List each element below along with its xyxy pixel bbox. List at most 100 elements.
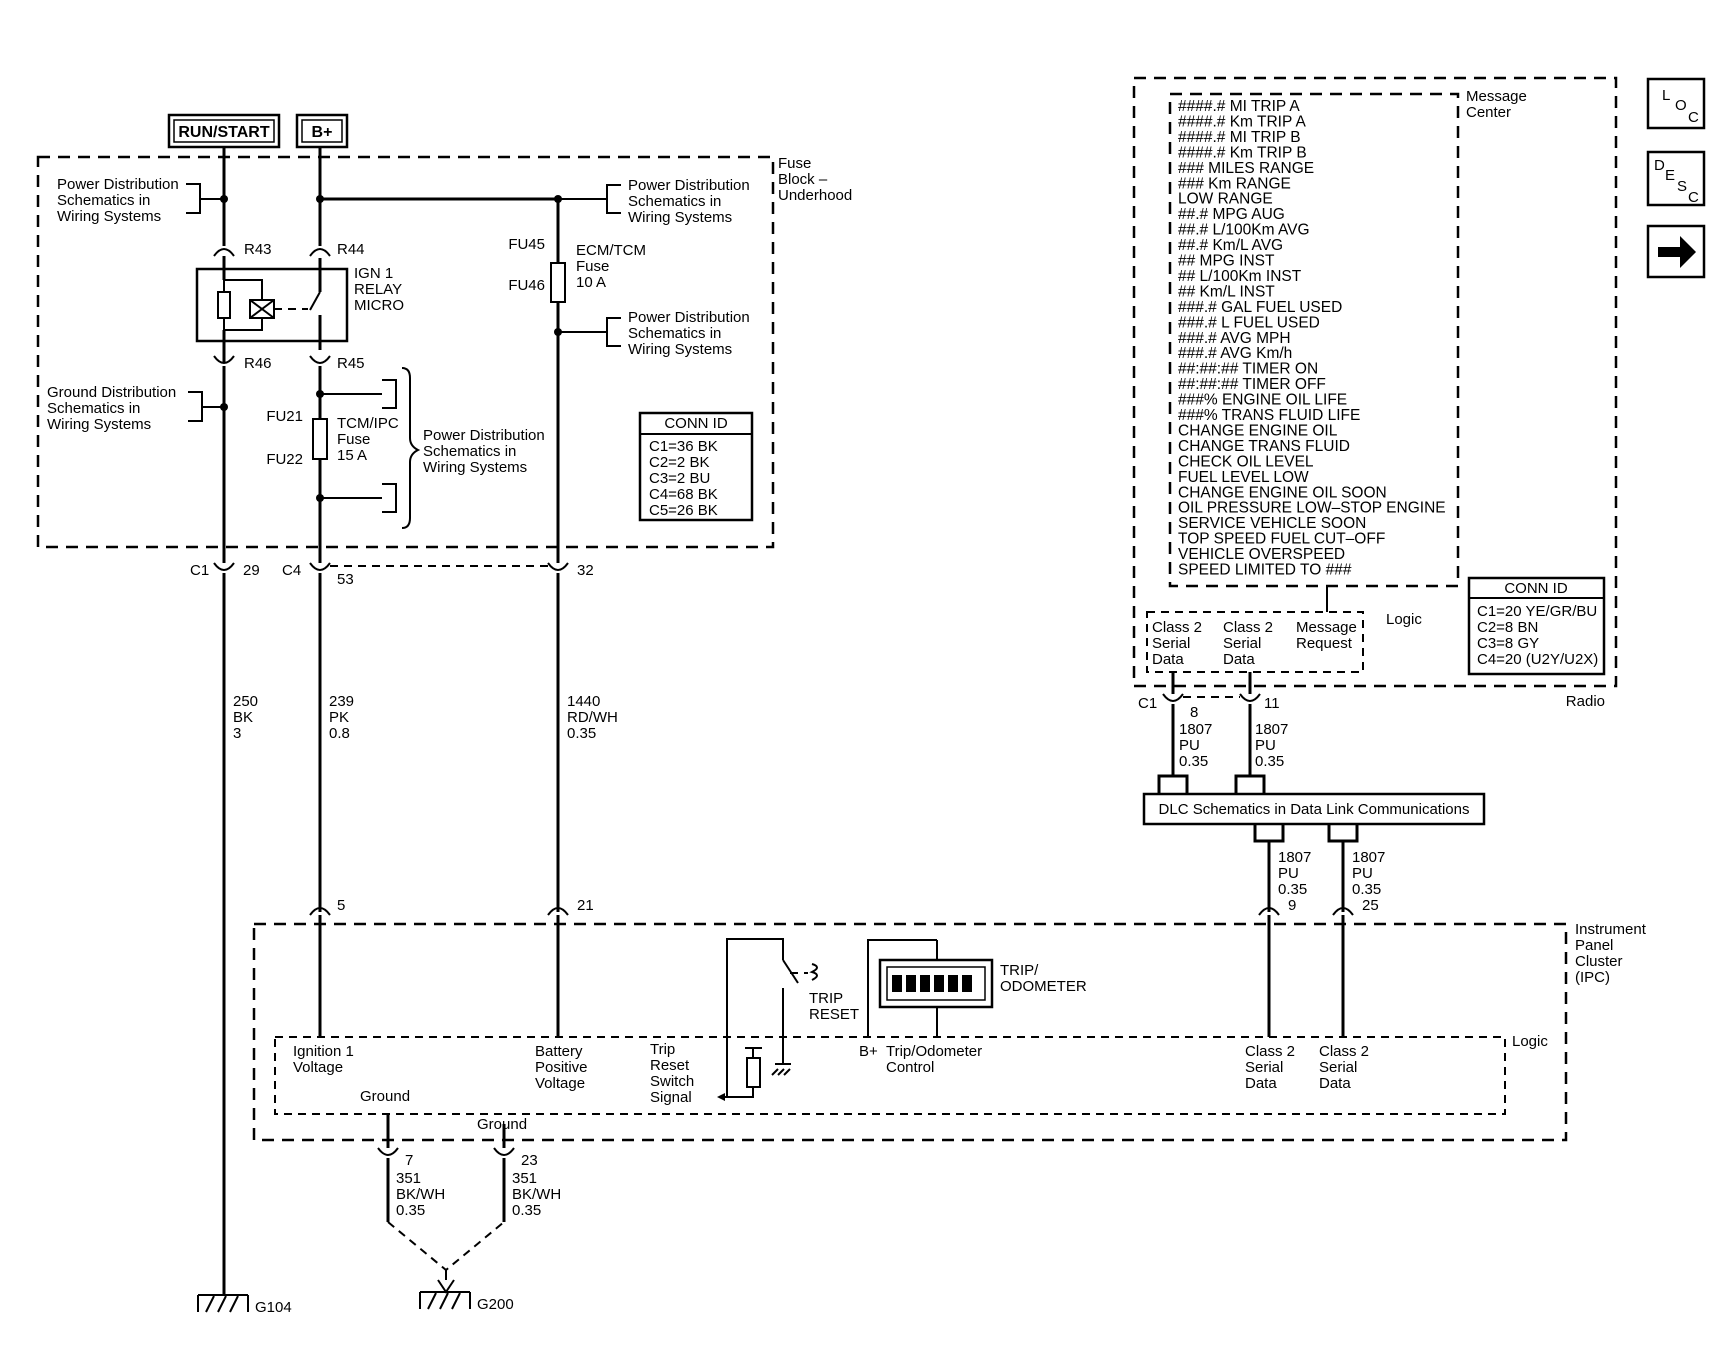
svg-text:15 A: 15 A	[337, 447, 367, 464]
svg-text:C1: C1	[190, 562, 209, 579]
ipc-logic-labels: Ignition 1 Voltage Battery Positive Volt…	[293, 1041, 1369, 1106]
svg-text:Trip: Trip	[650, 1041, 675, 1058]
svg-text:250: 250	[233, 693, 258, 710]
svg-text:29: 29	[243, 562, 260, 579]
svg-text:BK: BK	[233, 709, 253, 726]
svg-text:Signal: Signal	[650, 1089, 692, 1106]
svg-text:Serial: Serial	[1223, 635, 1261, 652]
svg-text:ODOMETER: ODOMETER	[1000, 978, 1087, 995]
svg-text:Schematics in: Schematics in	[628, 325, 721, 342]
fuse-block-title-2: Block –	[778, 171, 828, 188]
radio-logic: Logic Class 2 Serial Data Class 2 Serial…	[1146, 611, 1422, 673]
message-item: ### MILES RANGE	[1178, 160, 1314, 177]
svg-text:Schematics in: Schematics in	[423, 443, 516, 460]
svg-text:Serial: Serial	[1152, 635, 1190, 652]
svg-text:Panel: Panel	[1575, 937, 1613, 954]
svg-text:O: O	[1675, 97, 1687, 114]
svg-text:C4=20 (U2Y/U2X): C4=20 (U2Y/U2X)	[1477, 651, 1598, 668]
ipc-connectors-top: 5 21 9 25	[309, 897, 1379, 916]
svg-text:S: S	[1677, 178, 1687, 195]
svg-text:Fuse: Fuse	[337, 431, 370, 448]
svg-text:Power Distribution: Power Distribution	[628, 309, 750, 326]
message-center-list: ####.# MI TRIP A####.# Km TRIP A####.# M…	[1178, 98, 1446, 579]
power-distribution-ref-fuse: Power Distribution Schematics in Wiring …	[320, 367, 545, 529]
message-item: FUEL LEVEL LOW	[1178, 469, 1309, 486]
odometer-digits	[892, 975, 972, 992]
svg-text:Wiring Systems: Wiring Systems	[47, 416, 151, 433]
svg-text:FU45: FU45	[508, 236, 545, 253]
message-item: OIL PRESSURE LOW–STOP ENGINE	[1178, 500, 1446, 517]
desc-button[interactable]: D E S C	[1646, 150, 1706, 207]
svg-text:53: 53	[337, 571, 354, 588]
svg-text:1807: 1807	[1352, 849, 1385, 866]
svg-text:PU: PU	[1255, 737, 1276, 754]
svg-text:Class 2: Class 2	[1223, 619, 1273, 636]
loc-button[interactable]: L O C	[1646, 77, 1706, 130]
svg-text:Data: Data	[1223, 651, 1255, 668]
svg-text:0.8: 0.8	[329, 725, 350, 742]
svg-text:0.35: 0.35	[567, 725, 596, 742]
b-plus-supply: B+	[295, 113, 349, 149]
power-distribution-ref-middle: Power Distribution Schematics in Wiring …	[558, 309, 750, 358]
svg-text:Battery: Battery	[535, 1043, 583, 1060]
svg-text:ECM/TCM: ECM/TCM	[576, 242, 646, 259]
svg-text:Power Distribution: Power Distribution	[57, 176, 179, 193]
wire-250-label: 250 BK 3	[233, 693, 258, 742]
svg-text:CONN ID: CONN ID	[1504, 580, 1568, 597]
svg-text:Class 2: Class 2	[1152, 619, 1202, 636]
message-item: CHANGE ENGINE OIL	[1178, 422, 1338, 439]
svg-text:TRIP: TRIP	[809, 990, 843, 1007]
wire-1440-label: 1440 RD/WH 0.35	[567, 693, 618, 742]
svg-text:11: 11	[1264, 695, 1280, 712]
svg-text:0.35: 0.35	[396, 1202, 425, 1219]
svg-text:Cluster: Cluster	[1575, 953, 1623, 970]
ecm-tcm-fuse: FU45 FU46 ECM/TCM Fuse 10 A	[508, 236, 646, 303]
message-item: ###.# AVG Km/h	[1178, 345, 1292, 362]
message-item: ## L/100Km INST	[1178, 268, 1302, 285]
svg-text:Wiring Systems: Wiring Systems	[57, 208, 161, 225]
radio-connector: C1 8 11	[1138, 672, 1280, 721]
svg-text:PU: PU	[1352, 865, 1373, 882]
trip-odometer-display: TRIP/ ODOMETER	[867, 939, 1087, 1037]
svg-text:C1=20 YE/GR/BU: C1=20 YE/GR/BU	[1477, 603, 1597, 620]
svg-text:C4=68 BK: C4=68 BK	[649, 486, 718, 503]
svg-text:RESET: RESET	[809, 1006, 859, 1023]
fuse-block-title-1: Fuse	[778, 155, 811, 172]
message-item: ####.# MI TRIP A	[1178, 98, 1300, 115]
svg-text:Data: Data	[1319, 1075, 1351, 1092]
svg-text:Data: Data	[1152, 651, 1184, 668]
power-distribution-ref-top: Power Distribution Schematics in Wiring …	[558, 177, 750, 226]
svg-text:D: D	[1654, 157, 1665, 174]
svg-text:Schematics in: Schematics in	[628, 193, 721, 210]
svg-text:C3=8 GY: C3=8 GY	[1477, 635, 1539, 652]
svg-text:21: 21	[577, 897, 594, 914]
next-button[interactable]	[1646, 224, 1706, 279]
svg-text:Center: Center	[1466, 104, 1511, 121]
svg-text:(IPC): (IPC)	[1575, 969, 1610, 986]
radio-module: Radio Message Center	[1132, 76, 1618, 710]
wire-351-labels: 351 BK/WH 0.35 351 BK/WH 0.35	[396, 1170, 561, 1219]
dlc-reference: DLC Schematics in Data Link Communicatio…	[1142, 792, 1486, 826]
svg-text:Logic: Logic	[1386, 611, 1422, 628]
svg-text:Ground Distribution: Ground Distribution	[47, 384, 176, 401]
svg-text:Power Distribution: Power Distribution	[628, 177, 750, 194]
ign1-relay: IGN 1 RELAY MICRO R43 R44 R46 R45	[195, 241, 404, 372]
svg-text:351: 351	[512, 1170, 537, 1187]
fuse-block-underhood: Fuse Block – Underhood	[36, 155, 852, 549]
message-item: ####.# Km TRIP A	[1178, 113, 1306, 130]
svg-text:C2=2 BK: C2=2 BK	[649, 454, 709, 471]
svg-text:Instrument: Instrument	[1575, 921, 1647, 938]
svg-text:1807: 1807	[1179, 721, 1212, 738]
svg-text:RELAY: RELAY	[354, 281, 402, 298]
message-item: ## MPG INST	[1178, 253, 1275, 270]
svg-text:Serial: Serial	[1319, 1059, 1357, 1076]
svg-text:FU22: FU22	[266, 451, 303, 468]
svg-text:25: 25	[1362, 897, 1379, 914]
message-item: ##:##:## TIMER OFF	[1178, 376, 1326, 393]
fuse-block-connectors: C1 29 C4 53 32	[190, 562, 594, 588]
message-item: SERVICE VEHICLE SOON	[1178, 515, 1366, 532]
svg-text:BK/WH: BK/WH	[396, 1186, 445, 1203]
svg-text:MICRO: MICRO	[354, 297, 404, 314]
svg-text:Message: Message	[1296, 619, 1357, 636]
